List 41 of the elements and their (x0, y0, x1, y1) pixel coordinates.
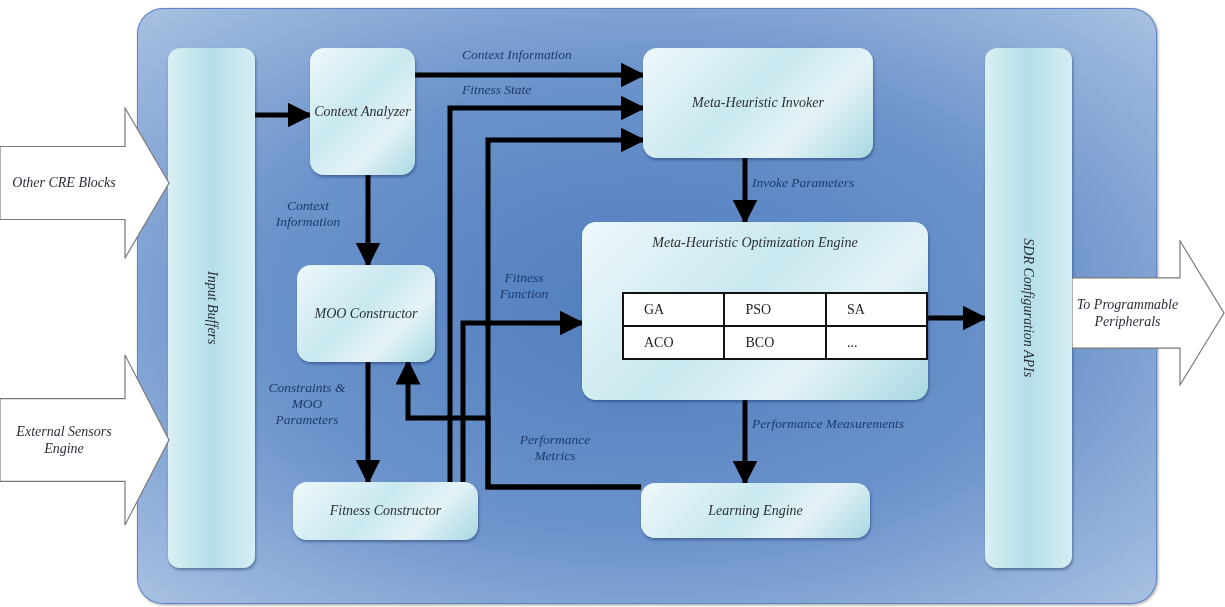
arrow (355, 175, 381, 268)
arrow (732, 158, 758, 225)
vertical-block (168, 48, 255, 568)
block-arrow (1072, 240, 1225, 386)
block-arrow (0, 354, 170, 526)
node-label: MOO Constructor (314, 304, 418, 323)
arrow (355, 362, 381, 485)
table-cell: PSO (724, 293, 826, 326)
edge-label: Fitness State (462, 82, 532, 99)
table-cell: SA (825, 293, 927, 326)
node-label: Learning Engine (708, 501, 803, 520)
node-label: SDR Configuration APIs (1020, 238, 1038, 378)
process-box (293, 482, 478, 540)
node-label: External Sensors Engine (15, 422, 113, 458)
edge-label: Performance Metrics (518, 432, 592, 465)
table-cell: ACO (623, 326, 725, 359)
edge-label: Fitness Function (498, 270, 550, 303)
process-box (643, 48, 873, 158)
process-box (582, 222, 928, 400)
edge-label: Constraints & MOO Parameters (267, 380, 347, 429)
vertical-block (985, 48, 1072, 568)
edge-label: Context Information (462, 47, 572, 64)
table-cell: GA (623, 293, 725, 326)
process-box (641, 483, 870, 538)
node-label: Meta-Heuristic Invoker (692, 94, 824, 112)
block-arrow (0, 107, 170, 259)
edge-label: Invoke Parameters (752, 175, 855, 192)
process-box (310, 48, 415, 175)
node-label: To Programmable Peripherals (1076, 295, 1179, 331)
edge-label: Context Information (274, 198, 342, 231)
edge-label: Performance Measurements (752, 416, 905, 433)
node-label: Other CRE Blocks (11, 174, 117, 192)
process-box (297, 265, 435, 362)
node-label: Input Buffers (203, 271, 221, 345)
table-cell: BCO (724, 326, 826, 359)
arrow (732, 400, 758, 486)
table-cell: ... (825, 326, 927, 359)
arrow (395, 359, 641, 490)
node-label: Context Analyzer (314, 102, 411, 121)
node-label: Fitness Constructor (329, 502, 442, 520)
node-label: Meta-Heuristic Optimization Engine (652, 234, 858, 252)
